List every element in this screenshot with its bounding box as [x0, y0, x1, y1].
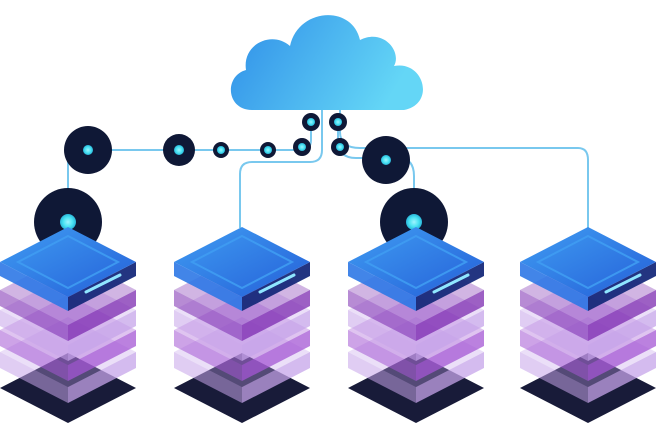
connection-lines [67, 110, 589, 228]
layer-left-face [348, 330, 416, 381]
layer-right-face [68, 290, 136, 341]
layer-right-face [416, 352, 484, 403]
node-glow-6 [307, 118, 315, 126]
node-glow-3 [217, 146, 225, 154]
layer-right-face [242, 290, 310, 341]
top-left-face [174, 262, 242, 311]
layer-right-face [416, 310, 484, 361]
server-stacks [0, 227, 656, 423]
layer-left-face [520, 352, 588, 403]
layer-right-face [588, 310, 656, 361]
top-inset-panel [15, 234, 121, 290]
top-face [0, 227, 136, 297]
node-glow-7 [334, 118, 342, 126]
node-glow-10 [60, 214, 76, 230]
status-led [84, 273, 122, 294]
node-glow-2 [174, 145, 184, 155]
layer-right-face [416, 290, 484, 341]
layer-right-face [416, 330, 484, 381]
top-inset-panel [535, 234, 641, 290]
layer-left-face [0, 352, 68, 403]
layer-left-face [348, 290, 416, 341]
server-4 [520, 227, 656, 423]
layer-left-face [348, 352, 416, 403]
layer-right-face [68, 310, 136, 361]
top-face [174, 227, 310, 297]
server-3 [348, 227, 484, 423]
layer-right-face [242, 330, 310, 381]
top-left-face [348, 262, 416, 311]
top-face [520, 227, 656, 297]
server-1 [0, 227, 136, 423]
status-led [432, 273, 470, 294]
node-glow-5 [298, 143, 306, 151]
top-left-face [0, 262, 68, 311]
layer-left-face [174, 310, 242, 361]
top-face [348, 227, 484, 297]
layer-left-face [520, 310, 588, 361]
layer-left-face [174, 352, 242, 403]
layer-right-face [68, 330, 136, 381]
server-2 [174, 227, 310, 423]
node-glow-11 [406, 214, 422, 230]
layer-right-face [588, 290, 656, 341]
layer-left-face [0, 330, 68, 381]
layer-right-face [242, 310, 310, 361]
cloud-icon [230, 15, 423, 110]
node-glow-8 [336, 143, 344, 151]
layer-left-face [348, 310, 416, 361]
node-glow-9 [381, 155, 391, 165]
top-inset-panel [363, 234, 469, 290]
layer-left-face [174, 290, 242, 341]
layer-right-face [588, 330, 656, 381]
top-inset-panel [189, 234, 295, 290]
status-led [258, 273, 296, 294]
layer-left-face [0, 310, 68, 361]
layer-left-face [174, 330, 242, 381]
layer-right-face [68, 352, 136, 403]
layer-left-face [520, 330, 588, 381]
top-left-face [520, 262, 588, 311]
node-glow-4 [264, 146, 272, 154]
status-led [604, 273, 642, 294]
line-cloud-to-server-2 [239, 110, 323, 228]
node-glow-1 [83, 145, 93, 155]
layer-left-face [0, 290, 68, 341]
layer-left-face [520, 290, 588, 341]
layer-right-face [588, 352, 656, 403]
layer-right-face [242, 352, 310, 403]
